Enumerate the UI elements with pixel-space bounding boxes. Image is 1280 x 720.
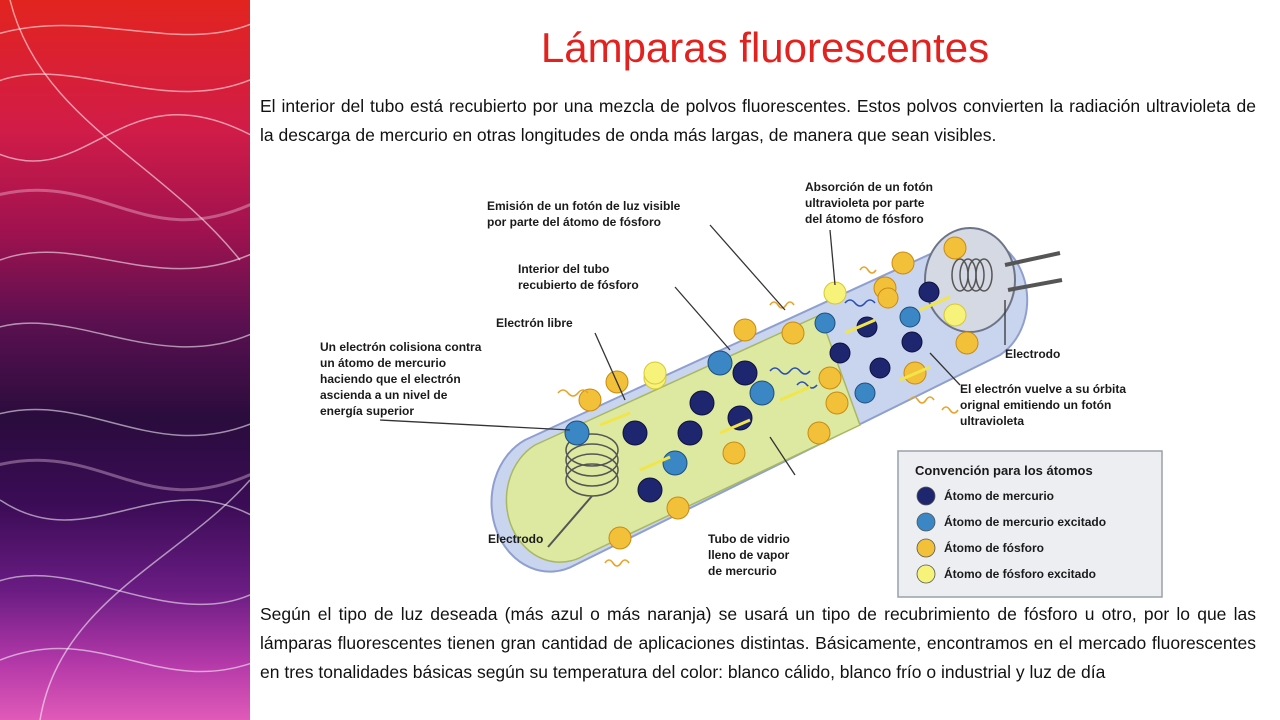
pin-bottom: [1007, 278, 1063, 292]
label-glass-tube: Tubo de vidrio lleno de vapor de mercuri…: [708, 532, 793, 578]
label-electron-return: El electrón vuelve a su órbita orignal e…: [960, 382, 1129, 428]
phosphor-atoms: [578, 236, 979, 550]
coil-right: [951, 258, 993, 292]
electron-arrows: [599, 295, 951, 472]
pin-top: [1004, 251, 1061, 267]
left-lead: [547, 495, 593, 548]
label-free-electron: Electrón libre: [496, 316, 573, 330]
light-swirls-graphic: [0, 0, 250, 720]
legend-title: Convención para los átomos: [915, 463, 1093, 478]
label-collision: Un electrón colisiona contra un átomo de…: [320, 340, 485, 418]
mercury-atoms: [622, 281, 940, 503]
excited-mercury-atoms: [564, 306, 921, 476]
visible-photons: [557, 266, 959, 567]
label-emission: Emisión de un fotón de luz visible por p…: [487, 199, 684, 229]
legend-swatch: [916, 512, 936, 532]
atom-legend: Convención para los átomos Átomo de merc…: [897, 450, 1163, 598]
legend-item-label: Átomo de fósforo excitado: [944, 566, 1096, 581]
uv-photons: [769, 299, 876, 389]
label-pointer-lines: [379, 224, 1006, 476]
slide-title: Lámparas fluorescentes: [540, 24, 990, 71]
label-absorption: Absorción de un fotón ultravioleta por p…: [805, 180, 936, 226]
label-electrode-right: Electrodo: [1005, 347, 1060, 361]
legend-box: [897, 450, 1163, 598]
label-electrode-left: Electrodo: [488, 532, 543, 546]
legend-swatch: [916, 564, 936, 584]
end-cap-right: [924, 227, 1016, 333]
decorative-side-artwork: [0, 0, 250, 720]
closing-paragraph: Según el tipo de luz deseada (más azul o…: [260, 604, 1256, 682]
legend-item-label: Átomo de mercurio excitado: [944, 514, 1106, 529]
intro-paragraph: El interior del tubo está recubierto por…: [260, 96, 1256, 145]
legend-item-label: Átomo de mercurio: [944, 488, 1054, 503]
excited-phosphor-atoms: [643, 281, 967, 390]
legend-swatch: [916, 538, 936, 558]
fluorescent-tube-diagram: Emisión de un fotón de luz visible por p…: [320, 180, 1163, 598]
legend-swatch: [916, 486, 936, 506]
legend-item-label: Átomo de fósforo: [944, 540, 1044, 555]
label-interior: Interior del tubo recubierto de fósforo: [518, 262, 639, 292]
